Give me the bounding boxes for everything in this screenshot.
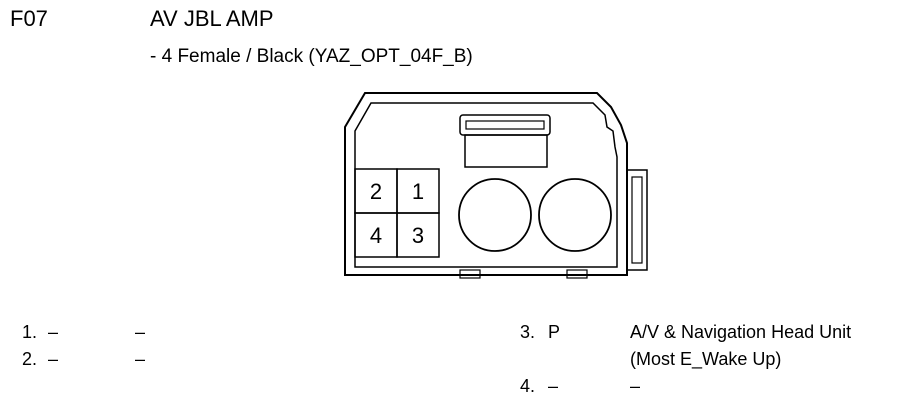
pin-number: 4. [520,376,536,396]
pin-signal: – [548,376,559,396]
side-latch-outer [626,169,648,271]
connector-housing [344,92,628,276]
pin-description: – [135,322,146,342]
pin-number: 3. [520,322,536,342]
connector-inner-outline [354,102,618,268]
locking-tab-inner [465,120,545,130]
bottom-lug-left [459,269,481,279]
cavity-label: 3 [412,223,424,248]
connector-title: AV JBL AMP [150,6,274,31]
locking-tab-outer [459,114,551,136]
pin-signal: – [48,349,59,369]
cavity-label: 2 [370,179,382,204]
pin-signal: P [548,322,561,342]
round-post-right [538,178,612,252]
connector-code: F07 [10,6,48,31]
connector-diagram: 2 1 4 3 [344,92,648,279]
pin-number: 2. [22,349,38,369]
side-latch-inner [631,176,643,264]
cavity-3 [396,212,440,258]
pin-signal: – [48,322,59,342]
bottom-lug-right [566,269,588,279]
cavity-label: 4 [370,223,382,248]
pin-description: A/V & Navigation Head Unit [630,322,852,342]
pin-description: – [135,349,146,369]
locking-tab-base [464,134,548,168]
connector-subtitle: - 4 Female / Black (YAZ_OPT_04F_B) [150,46,473,67]
round-post-left [458,178,532,252]
cavity-label: 1 [412,179,424,204]
pin-description: – [630,376,641,396]
pin-number: 1. [22,322,38,342]
pin-description-line2: (Most E_Wake Up) [630,349,782,369]
